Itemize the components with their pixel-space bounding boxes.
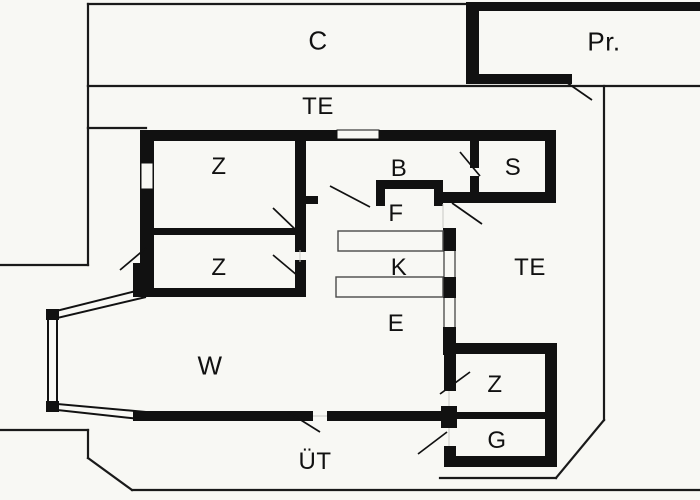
kitchen-right-wall-seg-c bbox=[443, 327, 456, 355]
bay-inner-edge bbox=[56, 296, 147, 413]
room-label-s: S bbox=[504, 154, 522, 181]
door-swing-b-to-f bbox=[329, 185, 371, 208]
room-label-ut: ÜT bbox=[298, 448, 332, 475]
door-swing-te-corner bbox=[451, 202, 483, 225]
door-swing-ut bbox=[287, 411, 321, 433]
door-swing-z-upper-left bbox=[119, 247, 147, 271]
window-b-top bbox=[336, 129, 380, 140]
window-right-upper bbox=[443, 249, 456, 280]
window-right-lower bbox=[443, 295, 456, 330]
hairlines bbox=[299, 204, 450, 446]
kitchen-right-wall bbox=[443, 228, 456, 355]
counter-lower bbox=[335, 276, 444, 298]
f-alcove-top-wall bbox=[376, 180, 443, 189]
door-swing-z-upper-right bbox=[272, 207, 299, 233]
bay-corner-bottom bbox=[46, 401, 59, 412]
room-label-w: W bbox=[197, 350, 223, 381]
room-label-z-mid: Z bbox=[211, 254, 227, 281]
pr-wall-left bbox=[466, 2, 479, 84]
room-label-e: E bbox=[387, 310, 405, 337]
s-right-wall bbox=[545, 130, 556, 203]
outline-lower-left-diagonal bbox=[86, 456, 134, 492]
room-label-pr: Pr. bbox=[587, 26, 621, 57]
kitchen-right-wall-seg-a bbox=[443, 228, 456, 251]
door-swing-pr-to-te bbox=[565, 81, 593, 101]
z-right-wall-jamb-b bbox=[295, 260, 306, 296]
kitchen-counters bbox=[335, 230, 444, 298]
room-label-k: K bbox=[390, 254, 408, 281]
w-bottom-wall-left bbox=[133, 411, 313, 421]
pr-wall-bottom bbox=[466, 74, 572, 84]
door-swing-g bbox=[417, 431, 448, 455]
pr-wall-top bbox=[466, 2, 700, 11]
door-swing-z-lower bbox=[439, 371, 471, 395]
room-label-te-right: TE bbox=[514, 254, 546, 281]
zg-right-wall bbox=[545, 343, 557, 467]
room-label-c: C bbox=[308, 25, 328, 56]
f-alcove-left-wall bbox=[376, 180, 385, 206]
f-alcove-right-wall bbox=[434, 180, 443, 206]
b-bottom-left-stub bbox=[296, 196, 318, 204]
door-swing-s bbox=[459, 151, 481, 177]
room-label-z-lower: Z bbox=[487, 371, 503, 398]
lower-right-block-walls bbox=[441, 343, 557, 467]
window-z-upper-left bbox=[140, 162, 154, 190]
room-label-b: B bbox=[390, 155, 408, 182]
z-right-wall-upper bbox=[295, 134, 306, 230]
room-label-g: G bbox=[487, 427, 507, 454]
outline-right-diagonal bbox=[554, 418, 606, 480]
bay-window-corners bbox=[46, 309, 59, 412]
door-swing-z-mid-right bbox=[272, 254, 299, 277]
w-bottom-wall-right bbox=[327, 411, 447, 421]
bs-bottom-wall bbox=[441, 192, 556, 203]
zg-left-wall-a bbox=[444, 353, 456, 391]
z-divider-wall bbox=[150, 228, 302, 235]
s-inner-wall-lower bbox=[470, 176, 479, 203]
zg-divider-wall bbox=[455, 412, 547, 419]
z-block-bottom-left-stub bbox=[133, 263, 149, 297]
door-swings bbox=[119, 81, 593, 455]
room-pr-walls bbox=[466, 2, 700, 84]
zg-left-wall-c bbox=[444, 446, 456, 467]
z-block-bottom-wall bbox=[140, 288, 306, 297]
zg-top-wall bbox=[455, 343, 556, 354]
w-room-walls bbox=[133, 411, 447, 421]
s-inner-wall-upper bbox=[470, 140, 479, 168]
room-label-z-upper: Z bbox=[211, 153, 227, 180]
room-label-f: F bbox=[388, 200, 404, 227]
kitchen-right-wall-seg-b bbox=[443, 277, 456, 298]
counter-upper bbox=[337, 230, 444, 252]
room-label-te-top: TE bbox=[302, 93, 334, 120]
bay-window bbox=[47, 289, 147, 420]
z-right-wall-jamb-a bbox=[295, 228, 306, 252]
zg-bottom-wall bbox=[447, 456, 557, 467]
bay-outer-edge bbox=[47, 289, 141, 420]
bay-corner-top bbox=[46, 309, 59, 320]
